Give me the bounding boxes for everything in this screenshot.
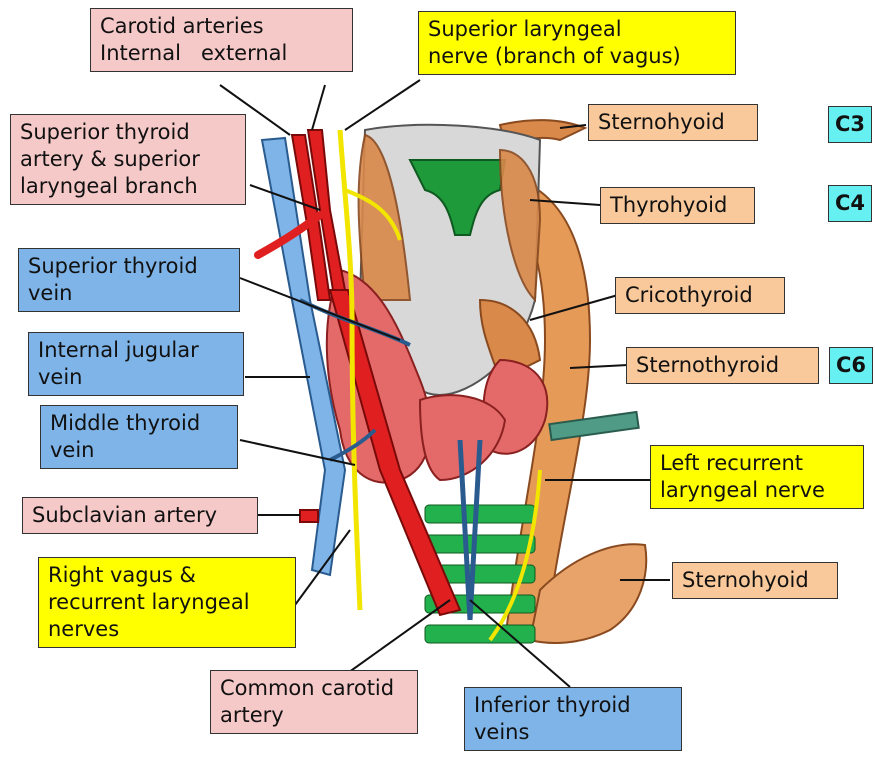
label-internal-jugular-vein: Internal jugular vein bbox=[28, 332, 244, 396]
label-text: Right vagus & bbox=[48, 562, 286, 589]
label-text: Thyrohyoid bbox=[610, 193, 727, 217]
label-inferior-thyroid-veins: Inferior thyroid veins bbox=[464, 687, 682, 751]
label-text: Subclavian artery bbox=[32, 503, 217, 527]
label-text: vein bbox=[28, 280, 230, 307]
subclavian-artery-stub bbox=[300, 510, 318, 522]
label-superior-thyroid-vein: Superior thyroid vein bbox=[18, 248, 240, 312]
label-text: veins bbox=[474, 719, 672, 746]
label-text: laryngeal nerve bbox=[660, 477, 854, 504]
label-c6: C6 bbox=[829, 347, 873, 384]
label-text: Sternohyoid bbox=[682, 568, 809, 592]
label-text: Common carotid bbox=[220, 675, 408, 702]
label-text: C4 bbox=[835, 191, 865, 215]
label-text: C6 bbox=[836, 353, 866, 377]
label-sternohyoid-top: Sternohyoid bbox=[588, 104, 758, 141]
label-common-carotid-artery: Common carotid artery bbox=[210, 670, 418, 734]
label-subclavian-artery: Subclavian artery bbox=[22, 497, 258, 534]
label-text: C3 bbox=[835, 112, 865, 136]
label-middle-thyroid-vein: Middle thyroid vein bbox=[40, 405, 238, 469]
label-text: artery bbox=[220, 702, 408, 729]
label-text: laryngeal branch bbox=[20, 173, 236, 200]
label-cricothyroid: Cricothyroid bbox=[615, 277, 785, 314]
label-text: vein bbox=[38, 364, 234, 391]
label-text: Sternohyoid bbox=[598, 110, 725, 134]
label-text: recurrent laryngeal bbox=[48, 589, 286, 616]
label-text: nerve (branch of vagus) bbox=[428, 43, 726, 70]
label-text: Superior laryngeal bbox=[428, 16, 726, 43]
label-text: Sternothyroid bbox=[636, 353, 779, 377]
label-c4: C4 bbox=[828, 185, 872, 222]
label-superior-laryngeal-nerve: Superior laryngeal nerve (branch of vagu… bbox=[418, 11, 736, 75]
label-text: Superior thyroid bbox=[28, 253, 230, 280]
label-text: Middle thyroid bbox=[50, 410, 228, 437]
label-thyrohyoid: Thyrohyoid bbox=[600, 187, 755, 224]
label-sternothyroid: Sternothyroid bbox=[626, 347, 819, 384]
label-text: Internal external bbox=[100, 40, 343, 67]
label-superior-thyroid-artery: Superior thyroid artery & superior laryn… bbox=[10, 114, 246, 205]
label-text: vein bbox=[50, 437, 228, 464]
label-text: Inferior thyroid bbox=[474, 692, 672, 719]
label-text: nerves bbox=[48, 616, 286, 643]
label-text: artery & superior bbox=[20, 146, 236, 173]
label-c3: C3 bbox=[828, 106, 872, 143]
label-text: Left recurrent bbox=[660, 450, 854, 477]
label-text: Carotid arteries bbox=[100, 13, 343, 40]
label-text: Cricothyroid bbox=[625, 283, 753, 307]
label-left-recurrent-laryngeal-nerve: Left recurrent laryngeal nerve bbox=[650, 445, 864, 509]
label-sternohyoid-bottom: Sternohyoid bbox=[672, 562, 838, 599]
label-text: Internal jugular bbox=[38, 337, 234, 364]
label-right-vagus-recurrent-nerves: Right vagus & recurrent laryngeal nerves bbox=[38, 557, 296, 648]
label-carotid-arteries: Carotid arteries Internal external bbox=[90, 8, 353, 72]
label-text: Superior thyroid bbox=[20, 119, 236, 146]
